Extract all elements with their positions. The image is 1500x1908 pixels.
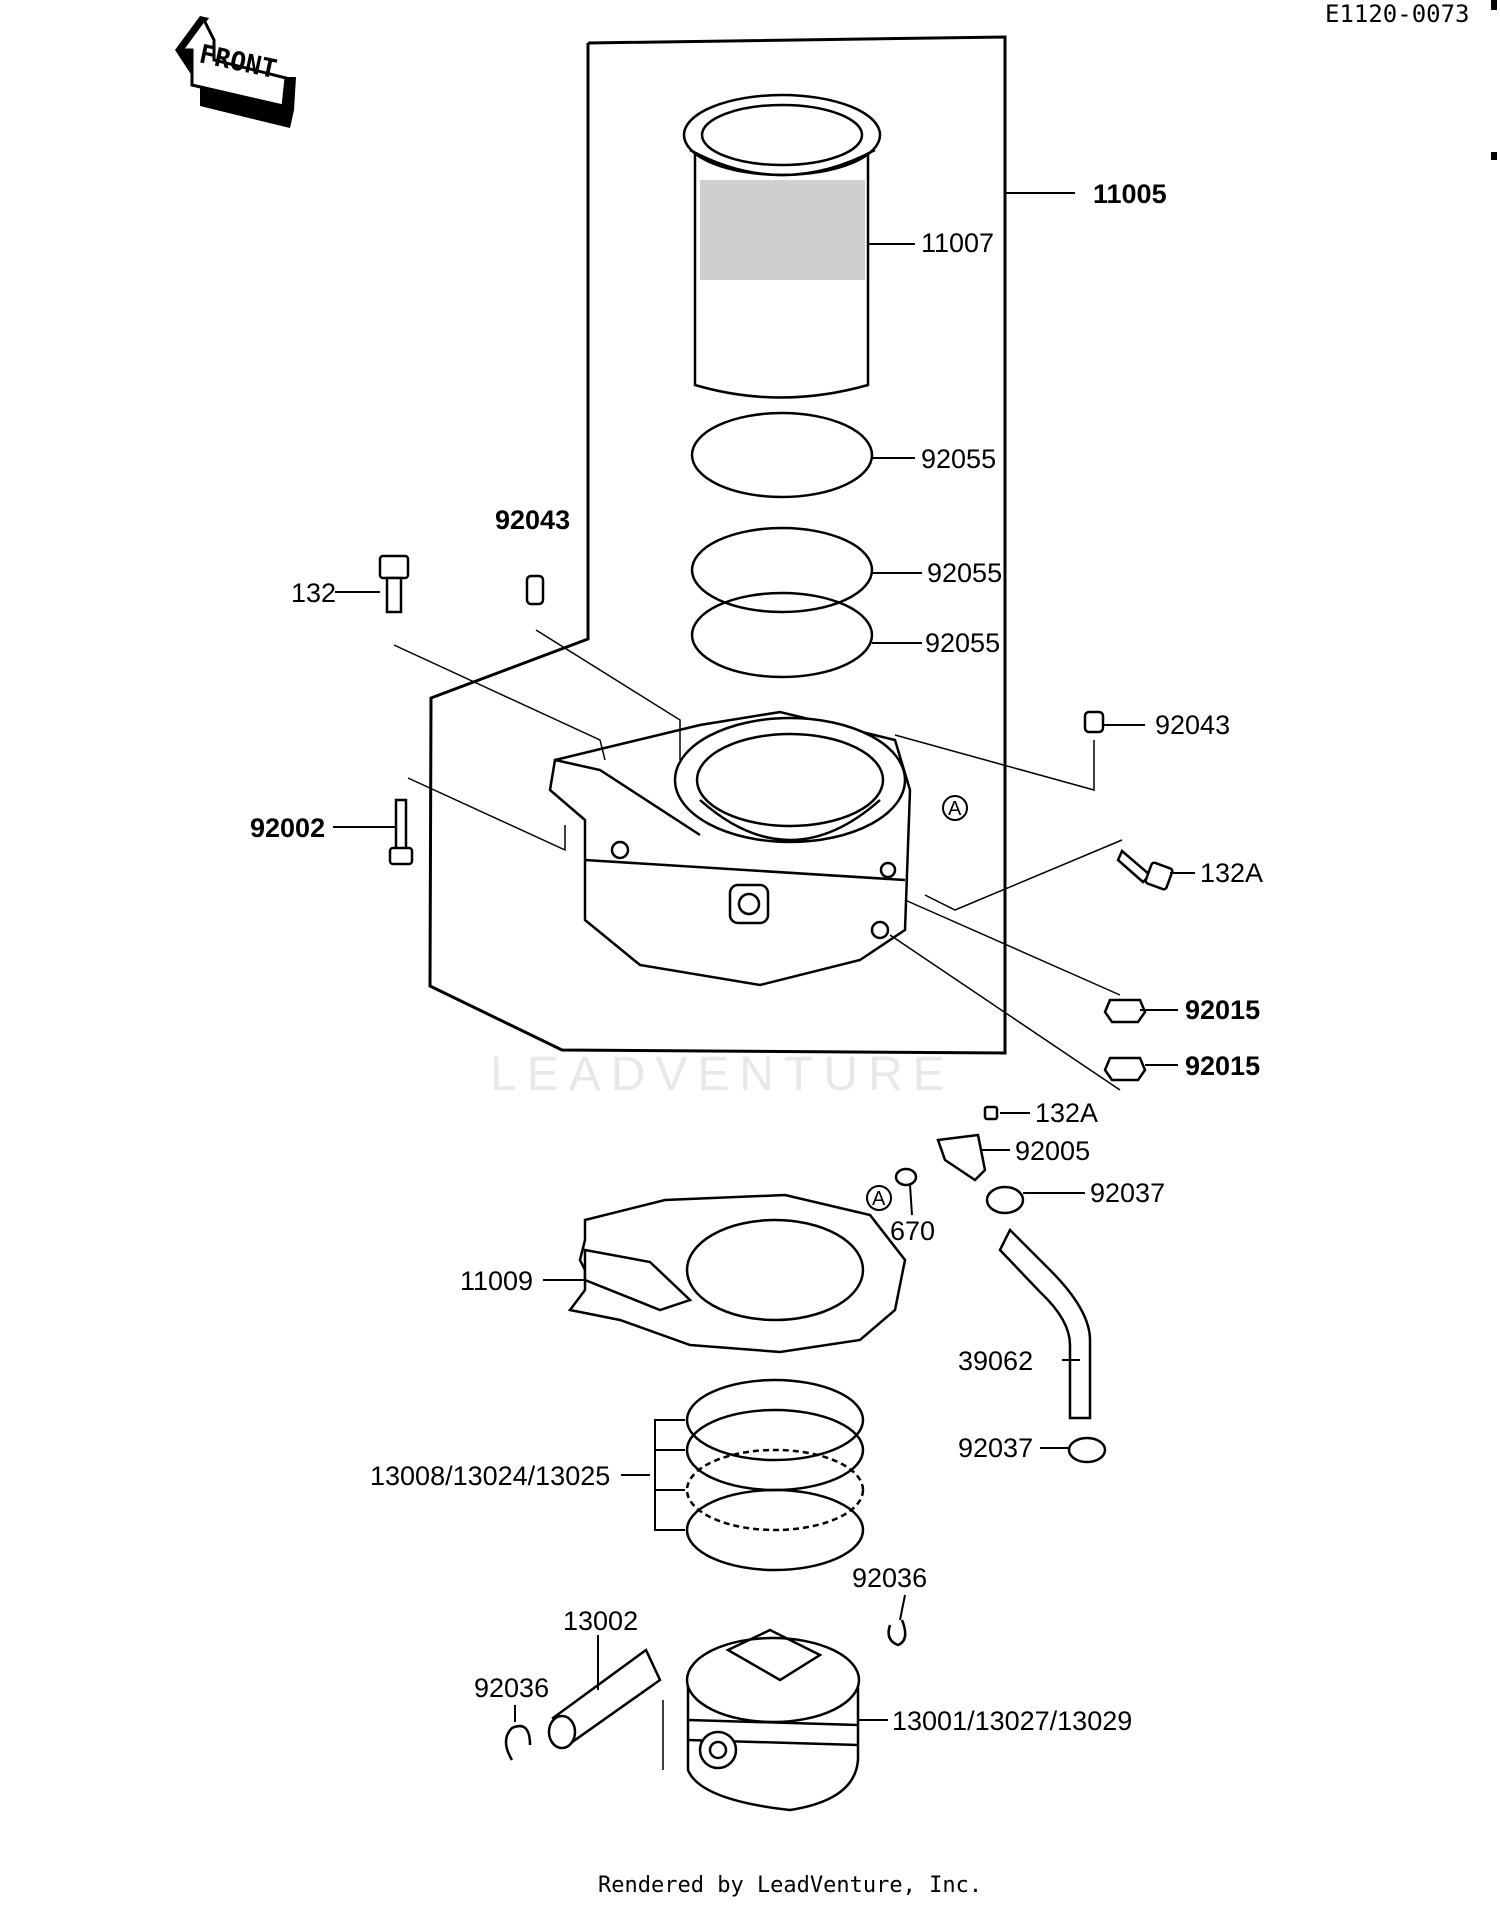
o-ring xyxy=(690,591,874,679)
callout-marker xyxy=(866,1185,892,1211)
part-label: 92015 xyxy=(1185,1051,1260,1081)
hose xyxy=(998,1227,1092,1420)
bolt xyxy=(1116,848,1174,891)
part-label: 92005 xyxy=(1015,1136,1090,1166)
circlip xyxy=(887,1619,907,1647)
part-label: 92015 xyxy=(1185,995,1260,1025)
part-label: 92037 xyxy=(958,1433,1033,1463)
watermark: LEADVENTURE xyxy=(490,1048,955,1101)
nut xyxy=(1103,998,1147,1024)
clamp xyxy=(1067,1436,1107,1464)
base-gasket xyxy=(567,1193,907,1354)
callout-marker xyxy=(942,795,968,821)
nut xyxy=(1103,1056,1147,1082)
part-label: 132A xyxy=(1200,858,1263,888)
part-label: 132 xyxy=(291,578,336,608)
water-fitting xyxy=(936,1133,987,1182)
callout-marker-text: A xyxy=(872,1188,886,1210)
part-label: 11007 xyxy=(921,228,994,258)
diagram-code: E1120-0073 xyxy=(1325,0,1470,28)
part-label: 13002 xyxy=(563,1606,638,1636)
cylinder-sleeve xyxy=(682,93,882,399)
part-label: 92002 xyxy=(250,813,325,843)
part-label: 670 xyxy=(890,1216,935,1246)
bolt xyxy=(983,1105,999,1121)
dowel-pin xyxy=(525,574,545,606)
part-label: 13001/13027/13029 xyxy=(892,1706,1132,1736)
piston-rings xyxy=(685,1378,865,1572)
part-label: 39062 xyxy=(958,1346,1033,1376)
part-label: 92043 xyxy=(1155,710,1230,740)
edge-mark xyxy=(1491,0,1497,10)
part-label: 11005 xyxy=(1093,179,1167,209)
part-label: 11009 xyxy=(460,1266,533,1296)
edge-mark xyxy=(1491,152,1497,160)
front-arrow-icon: FRONT xyxy=(175,16,296,128)
piston-pin xyxy=(547,1648,662,1750)
bolt xyxy=(388,798,414,866)
bolt xyxy=(378,554,410,614)
part-label: 92036 xyxy=(852,1563,927,1593)
footer-credit: Rendered by LeadVenture, Inc. xyxy=(598,1873,982,1898)
o-ring xyxy=(690,526,874,614)
part-label: 92037 xyxy=(1090,1178,1165,1208)
part-label: 92055 xyxy=(921,444,996,474)
part-label: 13008/13024/13025 xyxy=(370,1461,610,1491)
dowel-pin xyxy=(1083,710,1105,734)
cylinder-block xyxy=(548,710,912,987)
part-label: 92043 xyxy=(495,505,570,535)
o-ring xyxy=(894,1167,918,1187)
part-label: 92055 xyxy=(927,558,1002,588)
circlip xyxy=(504,1724,532,1761)
part-label: 132A xyxy=(1035,1098,1098,1128)
callout-marker-text: A xyxy=(948,798,962,820)
o-ring xyxy=(690,411,874,499)
alignment-lines xyxy=(393,629,1123,1770)
part-label: 92036 xyxy=(474,1673,549,1703)
part-labels: 11005 11007 92055 92055 92055 92043 9204… xyxy=(250,179,1263,1736)
assembly-outline xyxy=(428,35,1007,1055)
part-label: 92055 xyxy=(925,628,1000,658)
clamp xyxy=(985,1185,1025,1215)
piston xyxy=(685,1628,861,1812)
leader-lines xyxy=(333,192,1195,1722)
